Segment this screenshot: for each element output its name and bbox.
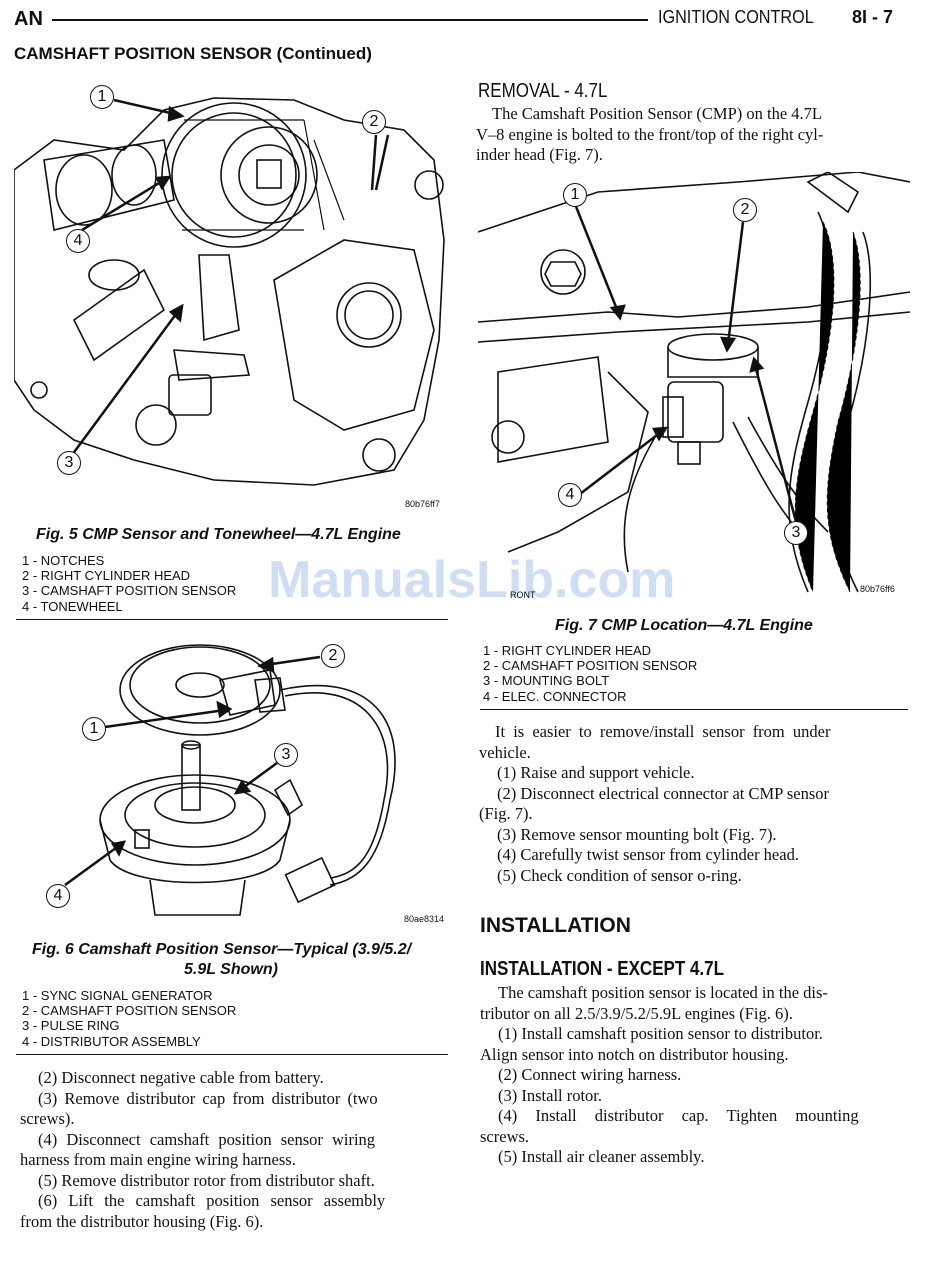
fig7-callout-1-label: 1 [570,186,580,203]
fig6-legend-item: 3 - PULSE RING [22,1018,120,1034]
fig6-callout-3: 3 [274,743,298,767]
fig7-partial-text: RONT [510,590,536,600]
removal-47-line: The Camshaft Position Sensor (CMP) on th… [492,104,822,123]
fig7-legend-item: 1 - RIGHT CYLINDER HEAD [483,643,652,658]
fig5-illustration [14,97,445,486]
removal-step-line: (3) Remove sensor mounting bolt (Fig. 7)… [497,824,777,844]
fig7-callout-2-label: 2 [740,201,750,218]
fig5-callout-1-label: 1 [97,88,107,105]
removal-47-line: inder head (Fig. 7). [476,145,603,164]
fig6-legend: 1 - SYNC SIGNAL GENERATOR 2 - CAMSHAFT P… [22,988,236,1049]
fig5-callout-1: 1 [90,85,114,109]
installation-line: (3) Install rotor. [498,1085,603,1105]
fig7-callout-3-label: 3 [791,524,801,541]
removal-step-line: (1) Raise and support vehicle. [497,763,695,782]
fig7-divider [480,709,908,710]
step-line: (2) Disconnect negative cable from batte… [38,1068,324,1087]
fig7-callout-2: 2 [733,198,757,222]
fig6-callout-1-label: 1 [89,720,99,737]
installation-title: INSTALLATION [480,914,631,937]
fig5-code: 80b76ff7 [405,499,440,509]
fig7-callout-4: 4 [558,483,582,507]
fig5-callout-3: 3 [57,451,81,475]
fig6-divider [16,1054,448,1055]
fig5-caption: Fig. 5 CMP Sensor and Tonewheel—4.7L Eng… [36,526,401,543]
installation-line: screws. [480,1126,530,1146]
fig5-callout-4: 4 [66,229,90,253]
fig7-callout-3: 3 [784,521,808,545]
removal-step-line: (4) Carefully twist sensor from cylinder… [497,845,799,864]
page-title: CAMSHAFT POSITION SENSOR (Continued) [14,44,372,63]
fig6-caption-line2: 5.9L Shown) [184,961,278,978]
removal-47-text: The Camshaft Position Sensor (CMP) on th… [476,104,908,166]
fig7-illustration [478,172,910,593]
header-rule [52,19,648,21]
fig7-legend-item: 2 - CAMSHAFT POSITION SENSOR [483,658,698,674]
fig5-callout-4-label: 4 [73,232,83,249]
fig7-callout-1: 1 [563,183,587,207]
removal-47-line: V–8 engine is bolted to the front/top of… [476,124,824,144]
step-line: (6) Lift the camshaft position sensor as… [38,1191,386,1210]
removal-step-line: (2) Disconnect electrical connector at C… [497,783,830,803]
fig6-callout-2-label: 2 [328,647,338,664]
installation-line: (1) Install camshaft position sensor to … [498,1024,823,1043]
fig5-legend-item: 3 - CAMSHAFT POSITION SENSOR [22,583,237,599]
fig5-legend: 1 - NOTCHES 2 - RIGHT CYLINDER HEAD 3 - … [22,553,236,614]
fig5-callout-2: 2 [362,110,386,134]
fig7-legend-item: 4 - ELEC. CONNECTOR [483,688,627,704]
step-line: harness from main engine wiring harness. [20,1150,296,1169]
step-line: screws). [20,1109,75,1128]
header-left: AN [14,8,43,30]
fig7-code: 80b76ff6 [860,584,895,594]
fig7-caption: Fig. 7 CMP Location—4.7L Engine [555,617,813,634]
installation-line: tributor on all 2.5/3.9/5.2/5.9L engines… [480,1003,793,1023]
fig5-legend-item: 4 - TONEWHEEL [22,598,123,614]
fig5-legend-item: 1 - NOTCHES [22,553,105,568]
installation-subtitle: INSTALLATION - EXCEPT 4.7L [480,958,725,980]
fig6-callout-4: 4 [46,884,70,908]
step-line: (5) Remove distributor rotor from distri… [38,1170,375,1190]
removal-steps: It is easier to remove/install sensor fr… [479,722,909,886]
removal-step-line: (Fig. 7). [479,804,533,823]
fig6-illustration [64,644,396,916]
removal-step-line: vehicle. [479,742,531,762]
watermark: ManualsLib.com [268,551,676,609]
fig6-callout-2: 2 [321,644,345,668]
fig5-divider [16,619,448,620]
installation-text: The camshaft position sensor is located … [480,983,910,1168]
fig5-callout-3-label: 3 [64,454,74,471]
fig5-legend-item: 2 - RIGHT CYLINDER HEAD [22,568,191,584]
installation-line: Align sensor into notch on distributor h… [480,1044,789,1064]
installation-line: (2) Connect wiring harness. [498,1065,682,1084]
left-steps: (2) Disconnect negative cable from batte… [20,1068,450,1232]
removal-47-title: REMOVAL - 4.7L [478,80,608,102]
installation-line: (4) Install distributor cap. Tighten mou… [498,1106,859,1125]
fig7-callout-4-label: 4 [565,486,575,503]
installation-line: (5) Install air cleaner assembly. [498,1147,705,1166]
step-line: (3) Remove distributor cap from distribu… [38,1088,378,1108]
fig6-legend-item: 2 - CAMSHAFT POSITION SENSOR [22,1003,237,1019]
fig6-callout-3-label: 3 [281,746,291,763]
fig5-callout-2-label: 2 [369,113,379,130]
header-section: IGNITION CONTROL [658,7,814,27]
removal-step-line: It is easier to remove/install sensor fr… [495,722,831,741]
step-line: (4) Disconnect camshaft position sensor … [38,1129,376,1149]
header-page: 8I - 7 [852,7,894,27]
removal-step-line: (5) Check condition of sensor o-ring. [497,865,742,885]
fig6-legend-item: 1 - SYNC SIGNAL GENERATOR [22,988,213,1003]
fig6-code: 80ae8314 [404,914,445,924]
fig6-callout-4-label: 4 [53,887,63,904]
step-line: from the distributor housing (Fig. 6). [20,1211,264,1231]
installation-line: The camshaft position sensor is located … [498,983,828,1002]
fig6-callout-1: 1 [82,717,106,741]
fig7-legend: 1 - RIGHT CYLINDER HEAD 2 - CAMSHAFT POS… [483,643,697,704]
fig6-legend-item: 4 - DISTRIBUTOR ASSEMBLY [22,1033,201,1049]
fig7-legend-item: 3 - MOUNTING BOLT [483,673,610,689]
fig6-caption-line1: Fig. 6 Camshaft Position Sensor—Typical … [32,941,412,958]
